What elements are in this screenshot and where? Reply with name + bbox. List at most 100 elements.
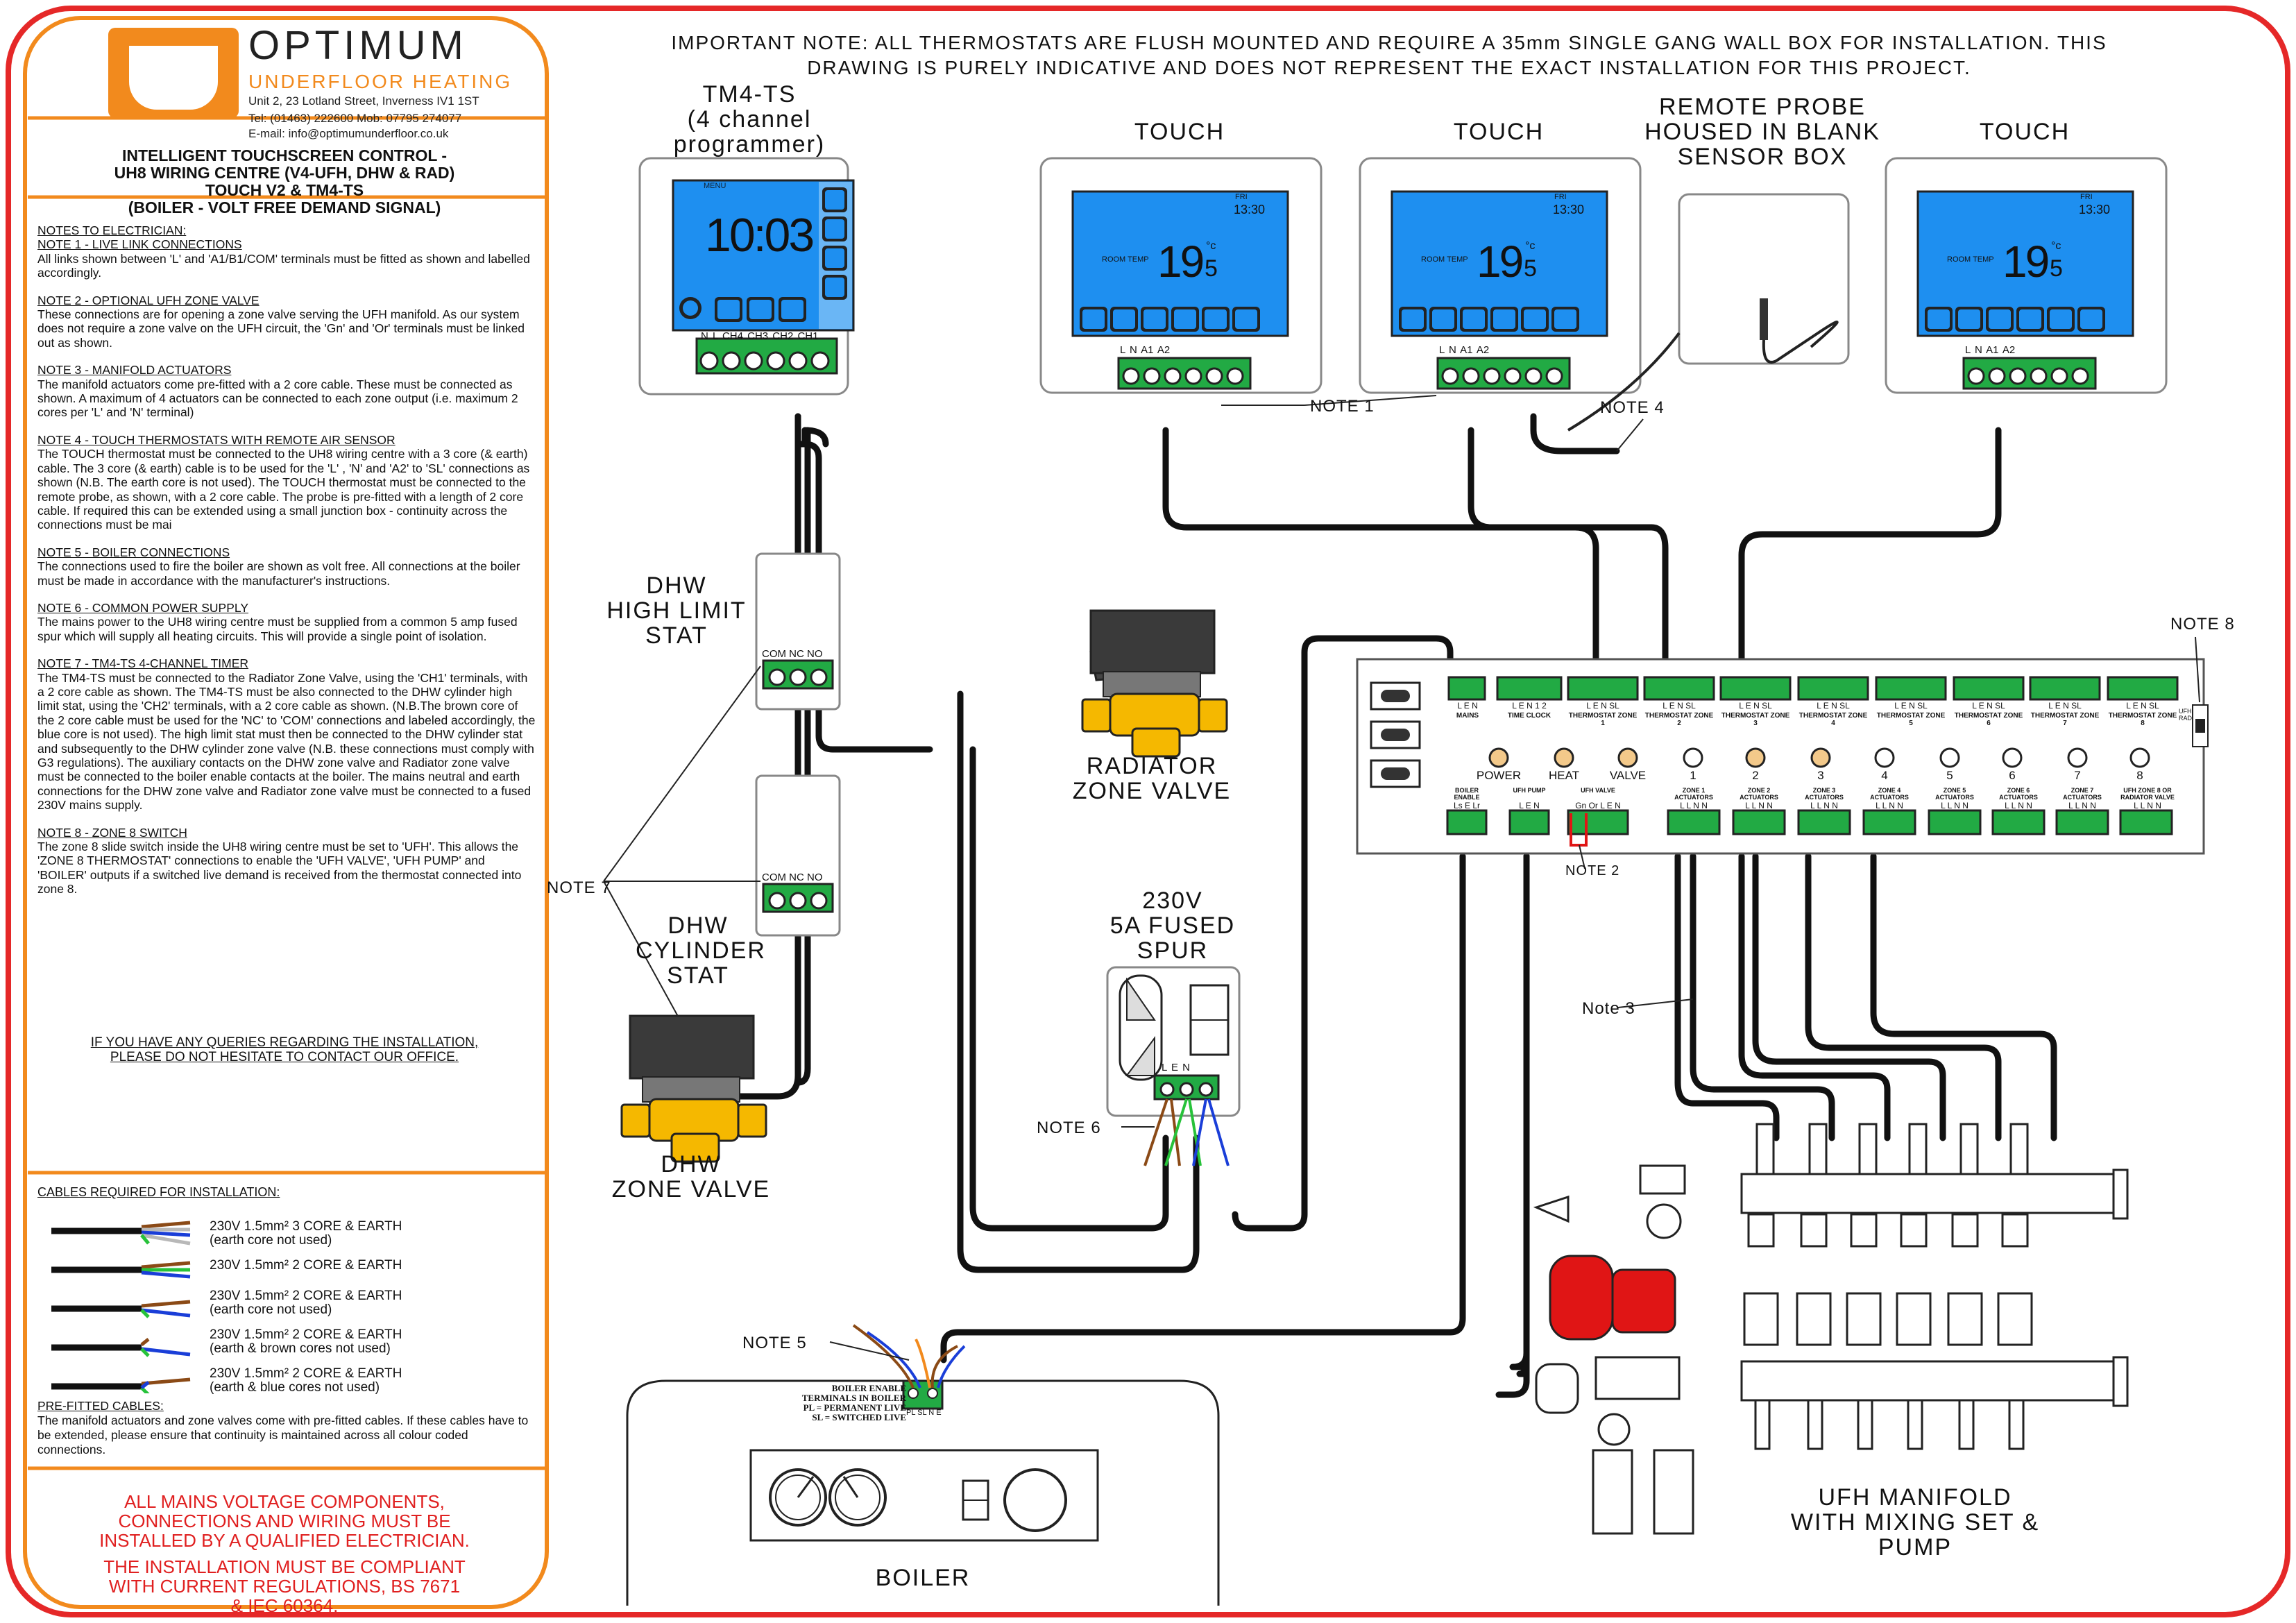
tm4-label-line: (4 channel	[687, 106, 812, 133]
cable-type-4: 230V 1.5mm² 2 CORE & EARTH(earth & brown…	[37, 1328, 537, 1359]
led-label: 5	[1946, 769, 1953, 782]
uh8-term: L E N	[1519, 801, 1540, 810]
touch-label-1: TOUCH	[1134, 119, 1225, 145]
uh8-top-label: THERMOSTAT ZONE 7	[2030, 712, 2100, 727]
company-phone: Tel: (01463) 222600 Mob: 07795 274077	[248, 112, 462, 125]
important-note: IMPORTANT NOTE: ALL THERMOSTATS ARE FLUS…	[550, 31, 2229, 80]
uh8-term: Gn Or L E N	[1575, 801, 1621, 810]
probe-label-line: SENSOR BOX	[1677, 144, 1848, 170]
uh8-bottom-label: ZONE 4 ACTUATORS	[1870, 787, 1909, 801]
note-1-label: NOTE 1	[1310, 397, 1375, 416]
touch-temp-unit: °c	[1206, 240, 1216, 252]
label-line: PL = PERMANENT LIVE	[803, 1402, 906, 1413]
dhw-cylinder-stat	[755, 774, 841, 937]
prefit-heading: PRE-FITTED CABLES:	[37, 1399, 164, 1413]
led-label: 7	[2074, 769, 2081, 782]
tm4-menu-label: MENU	[704, 182, 726, 190]
touch-thermostat-2	[1359, 157, 1642, 394]
cable-label: 230V 1.5mm² 2 CORE & EARTH	[210, 1289, 402, 1303]
dhw-high-limit-stat	[755, 552, 841, 711]
touch-clock: 13:30	[1553, 203, 1585, 216]
cable-note: (earth core not used)	[210, 1233, 332, 1248]
dhw-high-limit-label: DHW HIGH LIMIT STAT	[597, 573, 756, 648]
touch-temp-decimal: 5	[2050, 255, 2063, 282]
uh8-bottom-label: ZONE 5 ACTUATORS	[1935, 787, 1974, 801]
query-line: IF YOU HAVE ANY QUERIES REGARDING THE IN…	[90, 1035, 479, 1050]
tm4-label-line: programmer)	[673, 131, 826, 158]
uh8-bottom-label: BOILER ENABLE	[1454, 787, 1480, 801]
cable-label: 230V 1.5mm² 2 CORE & EARTH	[210, 1327, 402, 1342]
note-8-label: NOTE 8	[2170, 615, 2235, 634]
boiler-enable-label: BOILER ENABLE TERMINALS IN BOILER PL = P…	[754, 1384, 906, 1422]
label-line: WITH MIXING SET &	[1790, 1509, 2040, 1536]
query-contact-text: IF YOU HAVE ANY QUERIES REGARDING THE IN…	[28, 1035, 541, 1064]
touch-day: FRI	[1235, 193, 1248, 201]
note-text: The zone 8 slide switch inside the UH8 w…	[37, 840, 522, 897]
warning-line: INSTALLED BY A QUALIFIED ELECTRICIAN.	[99, 1530, 470, 1551]
touch-room-label: ROOM TEMP	[1102, 255, 1149, 264]
brand-name: OPTIMUM	[248, 23, 468, 68]
dhw-cylinder-stat-label: DHW CYLINDER STAT	[636, 913, 765, 989]
uh8-bottom-label: ZONE 6 ACTUATORS	[1999, 787, 2038, 801]
title-line: (BOILER - VOLT FREE DEMAND SIGNAL)	[128, 198, 441, 216]
remote-probe-label: REMOTE PROBE HOUSED IN BLANK SENSOR BOX	[1617, 94, 1908, 169]
company-contact: Tel: (01463) 222600 Mob: 07795 274077 E-…	[248, 111, 461, 142]
electrician-notes: NOTES TO ELECTRICIAN: NOTE 1 - LIVE LINK…	[37, 223, 537, 910]
note-heading: NOTE 4 - TOUCH THERMOSTATS WITH REMOTE A…	[37, 432, 396, 447]
note-heading: NOTE 5 - BOILER CONNECTIONS	[37, 545, 230, 559]
led-label: 8	[2136, 769, 2143, 782]
note7-leaders	[603, 665, 761, 1021]
label-line: STAT	[667, 962, 729, 989]
uh8-bottom-terminals	[1446, 809, 2173, 835]
uh8-term: L E N SL	[2126, 701, 2159, 711]
touch-room-label: ROOM TEMP	[1947, 255, 1994, 264]
warning-line: ALL MAINS VOLTAGE COMPONENTS,	[124, 1491, 445, 1512]
led-label: 2	[1752, 769, 1759, 782]
note-heading: NOTE 7 - TM4-TS 4-CHANNEL TIMER	[37, 656, 249, 671]
uh8-zone8-switch-label: UFH RAD	[2179, 708, 2193, 722]
cable-type-2: 230V 1.5mm² 2 CORE & EARTH	[37, 1259, 537, 1289]
touch-clock: 13:30	[2079, 203, 2111, 216]
uh8-top-label: THERMOSTAT ZONE 2	[1644, 712, 1714, 727]
important-line: DRAWING IS PURELY INDICATIVE AND DOES NO…	[807, 57, 1971, 78]
fused-spur-label: 230V 5A FUSED SPUR	[1096, 888, 1249, 963]
uh8-bottom-label: UFH VALVE	[1581, 787, 1615, 794]
touch-terminal-labels: L N A1 A2	[1439, 344, 1490, 356]
led-label: VALVE	[1609, 769, 1647, 782]
company-logo	[108, 28, 239, 118]
touch-clock: 13:30	[1234, 203, 1266, 216]
note-text: The TOUCH thermostat must be connected t…	[37, 447, 530, 532]
cables-heading: CABLES REQUIRED FOR INSTALLATION:	[37, 1185, 280, 1199]
label-line: 5A FUSED	[1109, 912, 1236, 939]
info-panel: OPTIMUM UNDERFLOOR HEATING Unit 2, 23 Lo…	[28, 22, 541, 1615]
uh8-term: L L N N	[1941, 801, 1968, 810]
uh8-term: L L N N	[1876, 801, 1903, 810]
uh8-term: L E N 1 2	[1512, 701, 1547, 711]
uh8-top-label: TIME CLOCK	[1507, 712, 1551, 720]
label-line: BOILER ENABLE	[831, 1383, 906, 1393]
dhw-zone-valve-drawing	[620, 1014, 767, 1163]
probe-label-line: REMOTE PROBE	[1659, 94, 1866, 120]
uh8-term: L E N SL	[2048, 701, 2082, 711]
label-line: RADIATOR	[1086, 753, 1218, 779]
led-label: 6	[2009, 769, 2016, 782]
boiler-drawing	[626, 1324, 1220, 1606]
uh8-term: L E N SL	[1739, 701, 1772, 711]
cable-type-1: 230V 1.5mm² 3 CORE & EARTH(earth core no…	[37, 1220, 537, 1250]
warning-line: & IEC 60364.	[230, 1595, 339, 1616]
cable-swatches	[51, 1221, 191, 1393]
touch-terminal-labels: L N A1 A2	[1965, 344, 2016, 356]
uh8-term: L E N SL	[1586, 701, 1619, 711]
note-heading: NOTE 8 - ZONE 8 SWITCH	[37, 825, 187, 840]
uh8-top-label: THERMOSTAT ZONE 5	[1876, 712, 1946, 727]
label-line: DHW	[646, 572, 707, 599]
note-text: All links shown between 'L' and 'A1/B1/C…	[37, 251, 530, 280]
uh8-term: L L N N	[2005, 801, 2032, 810]
touch-day: FRI	[1554, 193, 1567, 201]
led-label: HEAT	[1548, 769, 1580, 782]
cylinder-stat-terminals: COM NC NO	[762, 872, 823, 883]
led-label: POWER	[1476, 769, 1522, 782]
